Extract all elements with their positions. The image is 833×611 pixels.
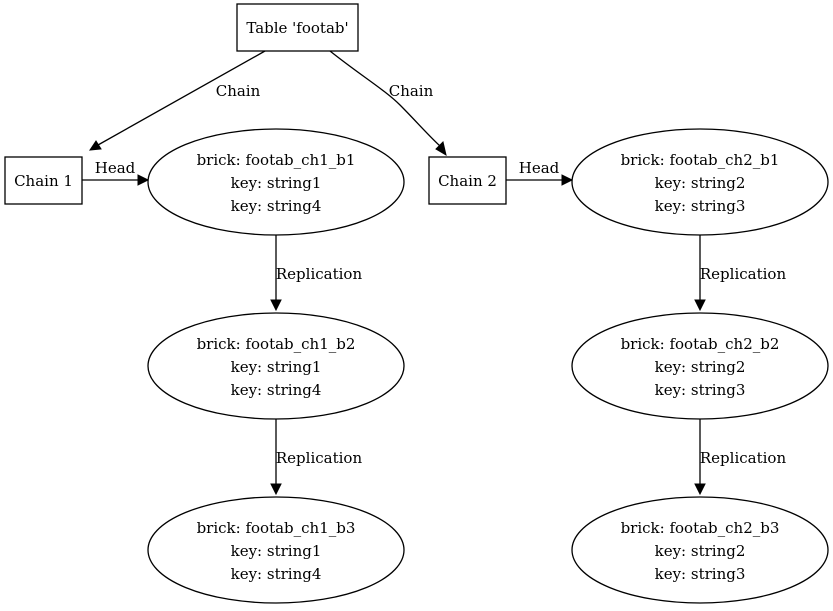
table-node: Table 'footab' xyxy=(236,3,359,52)
edge-label-replication: Replication xyxy=(276,265,363,283)
brick-node-ch2-b2: brick: footab_ch2_b2 key: string2 key: s… xyxy=(571,312,829,420)
edge-replication-ch2-b1-b2: Replication xyxy=(694,235,787,312)
brick-node-ch2-b1: brick: footab_ch2_b1 key: string2 key: s… xyxy=(571,128,829,236)
edge-table-to-chain-2: Chain xyxy=(329,50,447,157)
edge-replication-ch1-b2-b3: Replication xyxy=(270,419,363,496)
brick-name: brick: footab_ch2_b2 xyxy=(621,335,780,353)
table-label: Table 'footab' xyxy=(246,19,348,37)
brick-key: key: string3 xyxy=(655,565,746,583)
edge-label-replication: Replication xyxy=(700,265,787,283)
edge-label-chain-2: Chain xyxy=(389,82,434,100)
brick-key: key: string1 xyxy=(231,174,322,192)
brick-name: brick: footab_ch1_b3 xyxy=(197,519,356,537)
brick-key: key: string3 xyxy=(655,381,746,399)
brick-node-ch2-b3: brick: footab_ch2_b3 key: string2 key: s… xyxy=(571,496,829,604)
edge-label-head-2: Head xyxy=(519,159,560,177)
edge-chain-1-head: Head xyxy=(82,159,150,186)
chain-1-label: Chain 1 xyxy=(14,172,73,190)
edge-label-head-1: Head xyxy=(95,159,136,177)
brick-node-ch1-b2: brick: footab_ch1_b2 key: string1 key: s… xyxy=(147,312,405,420)
brick-key: key: string4 xyxy=(231,381,322,399)
edge-chain-2-head: Head xyxy=(506,159,574,186)
brick-key: key: string2 xyxy=(655,174,746,192)
brick-key: key: string1 xyxy=(231,358,322,376)
chain-2-label: Chain 2 xyxy=(438,172,497,190)
edge-label-replication: Replication xyxy=(700,449,787,467)
brick-name: brick: footab_ch1_b2 xyxy=(197,335,356,353)
edge-label-replication: Replication xyxy=(276,449,363,467)
brick-node-ch1-b1: brick: footab_ch1_b1 key: string1 key: s… xyxy=(147,128,405,236)
brick-name: brick: footab_ch2_b3 xyxy=(621,519,780,537)
brick-key: key: string1 xyxy=(231,542,322,560)
brick-key: key: string4 xyxy=(231,197,322,215)
brick-key: key: string2 xyxy=(655,542,746,560)
chain-1-node: Chain 1 xyxy=(4,156,83,205)
brick-key: key: string2 xyxy=(655,358,746,376)
brick-name: brick: footab_ch1_b1 xyxy=(197,151,356,169)
brick-key: key: string4 xyxy=(231,565,322,583)
brick-key: key: string3 xyxy=(655,197,746,215)
edge-table-to-chain-1: Chain xyxy=(89,50,266,151)
edge-label-chain-1: Chain xyxy=(216,82,261,100)
edge-replication-ch1-b1-b2: Replication xyxy=(270,235,363,312)
brick-name: brick: footab_ch2_b1 xyxy=(621,151,780,169)
brick-node-ch1-b3: brick: footab_ch1_b3 key: string1 key: s… xyxy=(147,496,405,604)
edge-replication-ch2-b2-b3: Replication xyxy=(694,419,787,496)
chain-2-node: Chain 2 xyxy=(428,156,507,205)
